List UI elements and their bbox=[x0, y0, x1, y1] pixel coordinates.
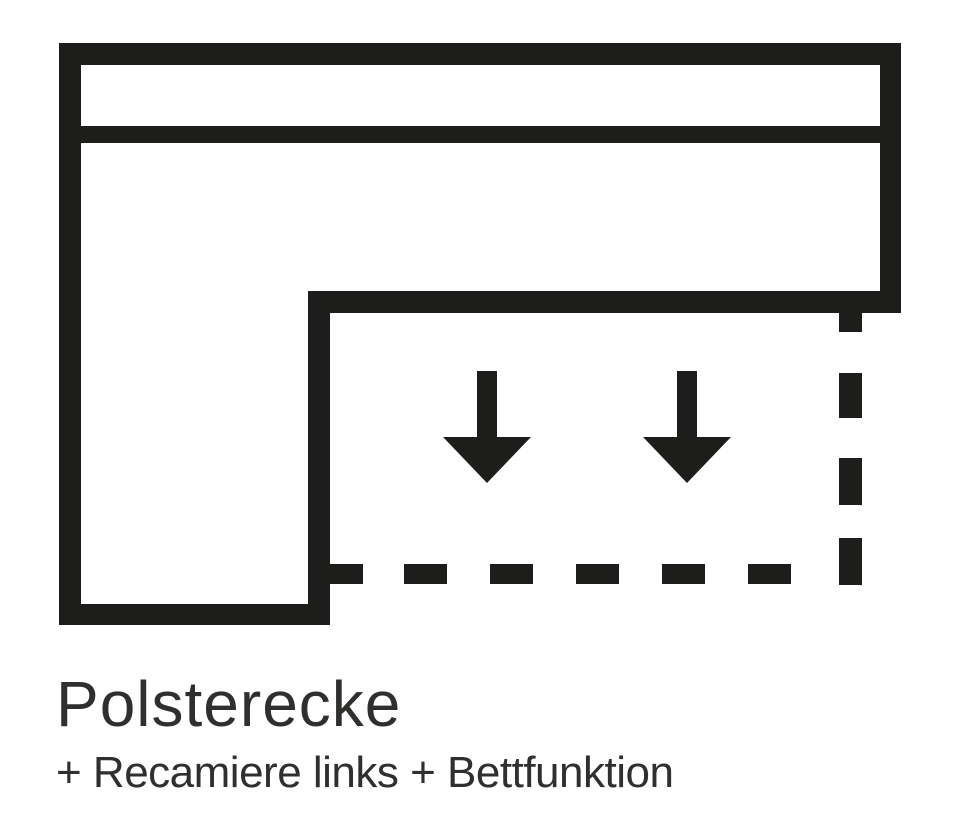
sofa-top-edge bbox=[59, 43, 901, 65]
diagram-title: Polsterecke bbox=[56, 668, 402, 740]
bed-function-dash bbox=[839, 313, 862, 332]
arrow-head bbox=[443, 437, 531, 483]
bed-function-dash bbox=[839, 458, 862, 505]
arrow-head bbox=[643, 437, 731, 483]
recamiere-front-edge bbox=[59, 604, 330, 625]
sofa-left-edge bbox=[59, 43, 81, 625]
arrow-down-icon bbox=[443, 371, 531, 483]
sofa-seat-front-edge bbox=[308, 291, 901, 313]
sofa-corner-inner-edge bbox=[308, 291, 330, 625]
bed-function-dash bbox=[404, 564, 447, 584]
diagram-subtitle: + Recamiere links + Bettfunktion bbox=[56, 748, 674, 797]
caption: Polsterecke + Recamiere links + Bettfunk… bbox=[56, 668, 674, 797]
bed-function-dash bbox=[330, 564, 363, 584]
sofa-backrest-line bbox=[81, 126, 880, 143]
arrow-down-icon bbox=[643, 371, 731, 483]
bed-function-dash bbox=[490, 564, 533, 584]
bed-function-dash bbox=[662, 564, 705, 584]
arrow-shaft bbox=[477, 371, 497, 437]
bed-function-dash bbox=[748, 564, 791, 584]
bed-function-dash bbox=[839, 373, 862, 418]
bed-function-dash bbox=[839, 538, 862, 585]
arrow-shaft bbox=[677, 371, 697, 437]
sofa-right-edge bbox=[880, 43, 901, 313]
bed-function-dash bbox=[576, 564, 619, 584]
